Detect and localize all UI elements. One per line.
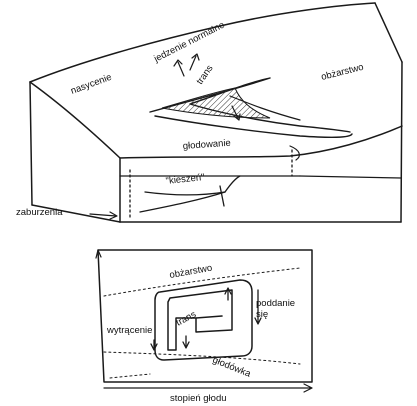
surface-arrows: [89, 53, 241, 220]
label-glodowanie: głodowanie: [182, 138, 231, 152]
arrow-zaburzenia: [89, 213, 117, 217]
label-objarstwo-phase: obżarstwo: [169, 263, 214, 281]
label-kieszen: "kieszeń": [165, 172, 205, 187]
label-trans-phase: trans: [174, 309, 198, 329]
x-axis-arrow: [103, 383, 313, 393]
loop-link: [195, 315, 223, 319]
fold-bottom-edge: [289, 145, 300, 161]
fold-shaded-area: [161, 87, 271, 119]
arrow-trans-up: [177, 61, 185, 77]
label-x-axis: stopień głodu: [170, 393, 227, 404]
y-axis-arrow: [95, 249, 102, 259]
label-poddanie: poddanie: [256, 298, 295, 309]
phase-frame: [97, 249, 313, 383]
pocket-connector: [219, 185, 225, 207]
arrow-normal: [189, 55, 197, 71]
label-objarstwo: obżarstwo: [320, 62, 365, 83]
label-jedzenie-normalne: jedzenie normalne: [151, 20, 226, 66]
base-inner-line-right: [299, 175, 402, 179]
label-sie: się: [256, 309, 268, 320]
fold-return-curve: [229, 95, 301, 121]
pocket-cusp-line: [224, 175, 241, 193]
hysteresis-loop: [154, 279, 253, 361]
pocket-curve-upper: [144, 191, 226, 196]
label-glodowka: głodówka: [211, 355, 253, 381]
bifurcation-pocket: [119, 149, 402, 221]
pocket-curve-lower: [139, 191, 226, 213]
fold-lower-sheet: [154, 115, 353, 139]
label-nasycenie: nasycenie: [69, 72, 113, 97]
block-outline: [29, 2, 403, 223]
phase-guide-lines: [103, 267, 301, 379]
loop-inner: [167, 289, 233, 351]
arrow-fold-down: [231, 105, 239, 119]
label-wytracenie: wytrącenie: [106, 325, 152, 336]
phase-diagram: obżarstwo poddanie się trans wytrącenie …: [95, 249, 313, 404]
loop-arrows: [150, 287, 262, 351]
surface-labels: nasycenie jedzenie normalne trans obżars…: [16, 20, 365, 218]
surface-diagram: nasycenie jedzenie normalne trans obżars…: [16, 2, 403, 223]
fold-region: [149, 77, 353, 161]
label-zaburzenia: zaburzenia: [16, 207, 63, 218]
phase-labels: obżarstwo poddanie się trans wytrącenie …: [106, 263, 295, 404]
loop-outer: [154, 279, 253, 361]
label-trans: trans: [194, 63, 215, 87]
